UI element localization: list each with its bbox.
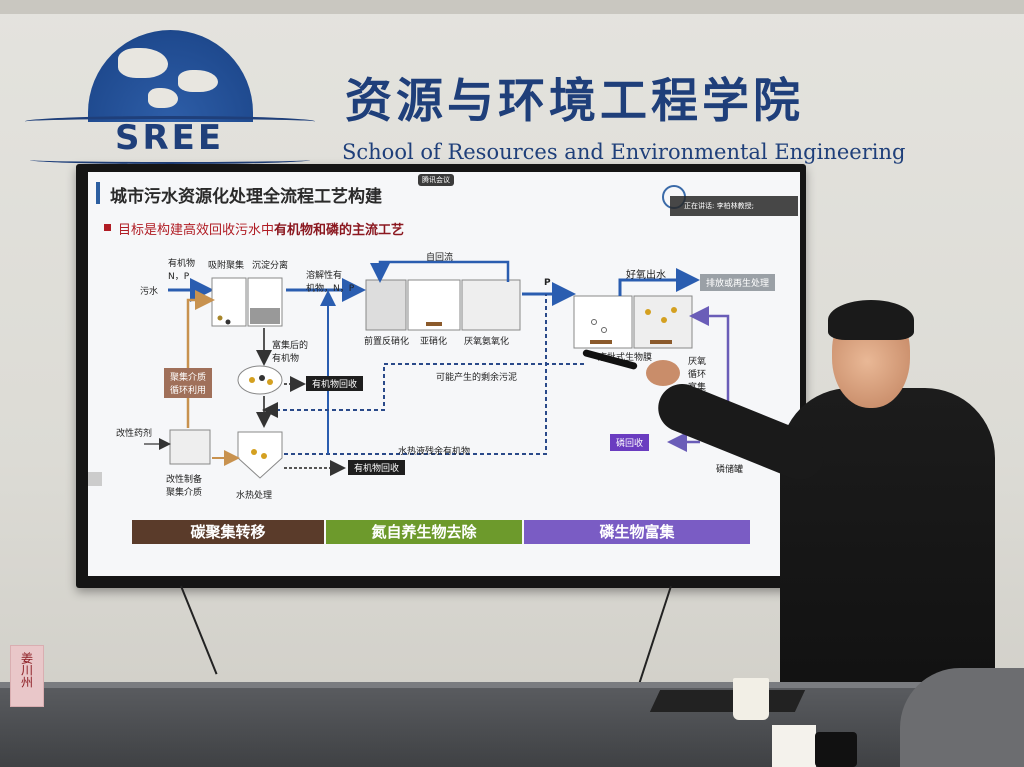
hydrothermal-tank <box>237 431 283 479</box>
phone <box>815 732 857 767</box>
media-recycle-arrow <box>186 290 215 428</box>
label-aerobic-effluent: 好氧出水 <box>626 270 666 281</box>
tag-discharge: 排放或再生处理 <box>700 274 776 291</box>
band-carbon: 碳聚集转移 <box>132 520 324 544</box>
label-dissolved: 溶解性有机物，N，P <box>306 271 355 294</box>
label-excess-sludge: 可能产生的剩余污泥 <box>436 373 518 383</box>
wall-top-strip <box>0 0 1024 14</box>
subtitle-bold: 有机物和磷的主流工艺 <box>274 223 405 238</box>
label-hydrothermal: 水热处理 <box>236 491 273 501</box>
label-nitrit: 亚硝化 <box>420 337 448 347</box>
tag-p-recovery: 磷回收 <box>610 434 650 451</box>
sbr-tank-1 <box>573 295 633 349</box>
adsorb-tank <box>211 277 247 327</box>
pre-denit-tank <box>365 279 407 331</box>
institute-name-cn: 资源与环境工程学院 <box>345 74 804 129</box>
label-anammox: 厌氧氨氧化 <box>464 337 510 347</box>
internal-return-arrow <box>370 260 510 283</box>
logo-ring <box>25 116 315 127</box>
slide-subtitle: 目标是构建高效回收污水中有机物和磷的主流工艺 <box>118 219 404 238</box>
paper-cup-front <box>772 725 816 767</box>
paper-cup <box>733 678 769 720</box>
band-phosphorus: 磷生物富集 <box>524 520 750 544</box>
label-adsorb: 吸附聚集 <box>208 261 245 271</box>
excess-sludge-line <box>262 363 584 418</box>
label-settle: 沉淀分离 <box>252 261 289 271</box>
nameplate: 姜川州 <box>10 645 44 707</box>
label-p: P <box>544 278 551 288</box>
nameplate-text: 姜川州 <box>19 652 34 688</box>
globe-icon <box>88 30 253 122</box>
label-hydro-residual: 水热液残余有机物 <box>398 447 471 457</box>
tag-organic-recovery-2: 有机物回收 <box>348 460 406 475</box>
label-enriched: 富集后的有机物 <box>272 341 309 364</box>
slide-menu-button[interactable] <box>88 472 102 486</box>
label-modifier: 改性药剂 <box>116 429 153 439</box>
meeting-chip[interactable]: 腾讯会议 <box>418 174 454 186</box>
anammox-tank <box>461 279 521 331</box>
bullet-icon <box>104 224 111 231</box>
label-wastewater: 污水 <box>140 287 159 297</box>
presenter-hair <box>828 300 914 340</box>
media-prep-box <box>169 429 211 465</box>
institute-name-en: School of Resources and Environmental En… <box>342 140 906 164</box>
nitrit-tank <box>407 279 461 331</box>
presenter-hand <box>646 360 680 386</box>
hydro-residual-line <box>284 294 547 455</box>
tv-cable-left <box>180 585 218 675</box>
anaerobic-loop-arrow <box>689 306 730 402</box>
subtitle-prefix: 目标是构建高效回收污水中 <box>118 223 275 238</box>
tag-organic-recovery-1: 有机物回收 <box>306 376 364 391</box>
aerobic-effluent-arrow <box>618 268 700 296</box>
slide-title: 城市污水资源化处理全流程工艺构建 <box>110 187 382 207</box>
sree-logo: SREE <box>20 30 320 170</box>
speaker-indicator: 正在讲话: 李柏林教授; <box>670 196 798 216</box>
laptop <box>649 690 806 712</box>
logo-text: SREE <box>115 118 225 158</box>
table-edge <box>0 682 1024 688</box>
presenter-arm <box>651 376 832 487</box>
title-accent-bar <box>96 182 100 204</box>
label-prep-media: 改性制备聚集介质 <box>166 475 203 498</box>
slide-screen: 城市污水资源化处理全流程工艺构建 腾讯会议 正在讲话: 李柏林教授; 目标是构建… <box>88 172 800 576</box>
label-internal-return: 自回流 <box>426 253 454 263</box>
audience-shoulder <box>900 668 1024 767</box>
process-diagram <box>144 260 730 479</box>
label-pre-denit: 前置反硝化 <box>364 337 410 347</box>
label-sbr: 序批式生物膜 <box>598 353 653 363</box>
tag-media-recycle: 聚集介质循环利用 <box>164 368 213 398</box>
label-p-tank: 磷储罐 <box>716 465 744 475</box>
conference-table <box>0 682 1024 767</box>
logo-ring-lower <box>30 156 310 164</box>
band-nitrogen: 氮自养生物去除 <box>326 520 522 544</box>
